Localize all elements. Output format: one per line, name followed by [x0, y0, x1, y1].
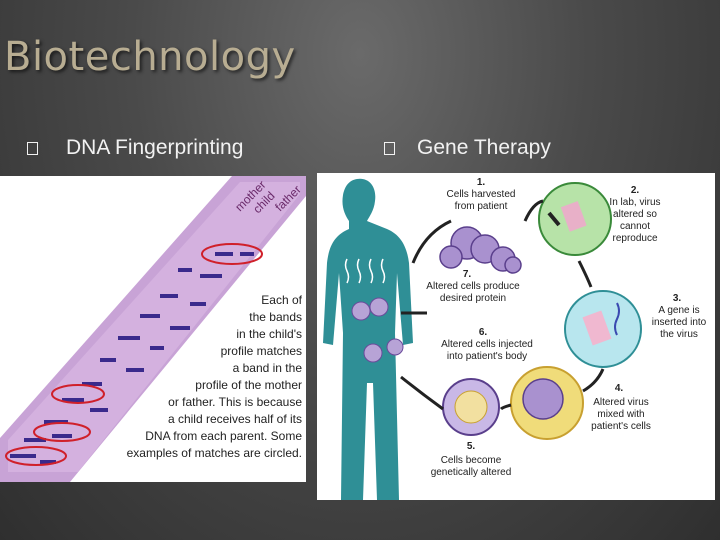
- bullet-gene-therapy: Gene Therapy: [384, 136, 551, 160]
- svg-text:from patient: from patient: [455, 201, 508, 212]
- step-5-label: 5. Cells become genetically altered: [431, 441, 512, 478]
- svg-text:5.: 5.: [467, 441, 476, 452]
- svg-text:the bands: the bands: [249, 310, 302, 324]
- step-6-label: 6. Altered cells injected into patient's…: [441, 327, 533, 362]
- step-4-label: 4. Altered virus mixed with patient's ce…: [591, 383, 651, 432]
- fingerprint-caption: Each of the bands in the child's profile…: [127, 293, 303, 460]
- bullet-box-icon: [384, 141, 395, 155]
- bullet-dna-fingerprinting: DNA Fingerprinting: [27, 136, 243, 160]
- svg-text:2.: 2.: [631, 185, 640, 196]
- svg-text:DNA from each parent. Some: DNA from each parent. Some: [145, 429, 302, 443]
- protein-arrows: [344, 258, 386, 284]
- svg-text:mixed with: mixed with: [597, 409, 644, 420]
- svg-text:7.: 7.: [463, 269, 472, 280]
- bullet-label: Gene Therapy: [417, 136, 551, 159]
- svg-text:3.: 3.: [673, 293, 682, 304]
- svg-text:Each of: Each of: [261, 293, 302, 307]
- step-2-label: 2. In lab, virus altered so cannot repro…: [609, 185, 660, 244]
- human-figure: [323, 178, 413, 500]
- injected-cells: [351, 297, 404, 363]
- svg-text:cannot: cannot: [620, 221, 650, 232]
- gene-therapy-diagram: 1. Cells harvested from patient 2. In la…: [317, 173, 715, 500]
- svg-text:a band in the: a band in the: [233, 361, 303, 375]
- svg-text:the virus: the virus: [660, 329, 698, 340]
- svg-text:A gene is: A gene is: [658, 305, 699, 316]
- svg-text:6.: 6.: [479, 327, 488, 338]
- harvested-cells: [439, 226, 522, 274]
- step-3-label: 3. A gene is inserted into the virus: [652, 293, 707, 340]
- svg-text:a child receives half of its: a child receives half of its: [168, 412, 302, 426]
- svg-text:1.: 1.: [477, 177, 486, 188]
- svg-text:Cells harvested: Cells harvested: [447, 189, 516, 200]
- svg-text:Altered virus: Altered virus: [593, 397, 649, 408]
- svg-text:patient's cells: patient's cells: [591, 421, 651, 432]
- svg-text:Cells become: Cells become: [441, 455, 502, 466]
- svg-text:Altered cells injected: Altered cells injected: [441, 339, 533, 350]
- match-circles: [5, 243, 263, 466]
- bullet-box-icon: [27, 141, 38, 155]
- step-1-label: 1. Cells harvested from patient: [447, 177, 516, 212]
- bullet-label: DNA Fingerprinting: [66, 136, 244, 159]
- svg-text:In lab, virus: In lab, virus: [609, 197, 660, 208]
- step-7-label: 7. Altered cells produce desired protein: [426, 269, 520, 304]
- svg-text:4.: 4.: [615, 383, 624, 394]
- svg-text:into patient's body: into patient's body: [447, 351, 527, 362]
- svg-text:profile of the mother: profile of the mother: [195, 378, 302, 392]
- svg-text:Altered cells produce: Altered cells produce: [426, 281, 520, 292]
- svg-text:genetically altered: genetically altered: [431, 467, 512, 478]
- svg-text:profile matches: profile matches: [221, 344, 302, 358]
- svg-text:reproduce: reproduce: [612, 233, 657, 244]
- slide-title: Biotechnology: [4, 34, 296, 80]
- gel-bands: [10, 252, 254, 464]
- svg-text:altered so: altered so: [613, 209, 657, 220]
- cycle-arrows: [400, 199, 605, 411]
- svg-text:inserted into: inserted into: [652, 317, 707, 328]
- svg-text:desired protein: desired protein: [440, 293, 506, 304]
- svg-text:in the child's: in the child's: [236, 327, 302, 341]
- svg-text:examples of matches are circle: examples of matches are circled.: [127, 446, 302, 460]
- svg-text:or father. This is because: or father. This is because: [168, 395, 302, 409]
- dna-fingerprint-image: mother child father Each of the bands in…: [0, 176, 306, 482]
